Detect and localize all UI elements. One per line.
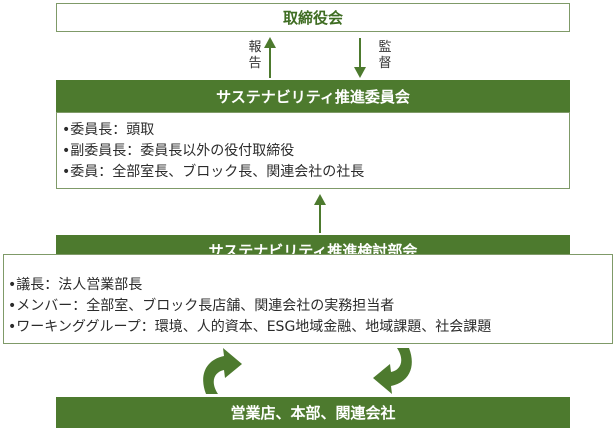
branches-box: 営業店、本部、関連会社 <box>56 397 570 428</box>
board-box: 取締役会 <box>56 3 570 32</box>
committee-body: •委員長：頭取 •副委員長：委員長以外の役付取締役 •委員：全部室長、ブロック長… <box>56 112 570 189</box>
board-title: 取締役会 <box>282 9 343 27</box>
committee-item-members: •委員：全部室長、ブロック長、関連会社の社長 <box>62 164 365 180</box>
cycle-up-arrow <box>203 348 242 394</box>
committee-title: サステナビリティ推進委員会 <box>216 87 410 106</box>
review-group-item-members: •メンバー：全部室、ブロック長店舗、関連会社の実務担当者 <box>8 298 395 314</box>
review-group-item-chair: •議長：法人営業部長 <box>8 277 143 293</box>
cycle-down-arrow <box>373 348 412 394</box>
committee-item-chair: •委員長：頭取 <box>62 122 155 138</box>
supervise-char-1: 監 <box>378 40 392 55</box>
review-group-body: •議長：法人営業部長 •メンバー：全部室、ブロック長店舗、関連会社の実務担当者 … <box>3 254 613 344</box>
supervise-char-2: 督 <box>378 56 392 71</box>
report-char-2: 告 <box>248 56 262 71</box>
supervise-arrow <box>354 38 366 78</box>
report-arrow <box>264 37 276 78</box>
supervise-label: 監 督 <box>377 40 393 72</box>
report-label: 報 告 <box>247 40 263 72</box>
escalation-arrow <box>314 194 326 233</box>
branches-title: 営業店、本部、関連会社 <box>230 404 396 422</box>
committee-item-vice-chair: •副委員長：委員長以外の役付取締役 <box>62 143 295 159</box>
committee-header: サステナビリティ推進委員会 <box>56 80 570 112</box>
review-group-item-working-groups: •ワーキンググループ：環境、人的資本、ESG地域金融、地域課題、社会課題 <box>8 319 492 335</box>
report-char-1: 報 <box>248 40 262 55</box>
